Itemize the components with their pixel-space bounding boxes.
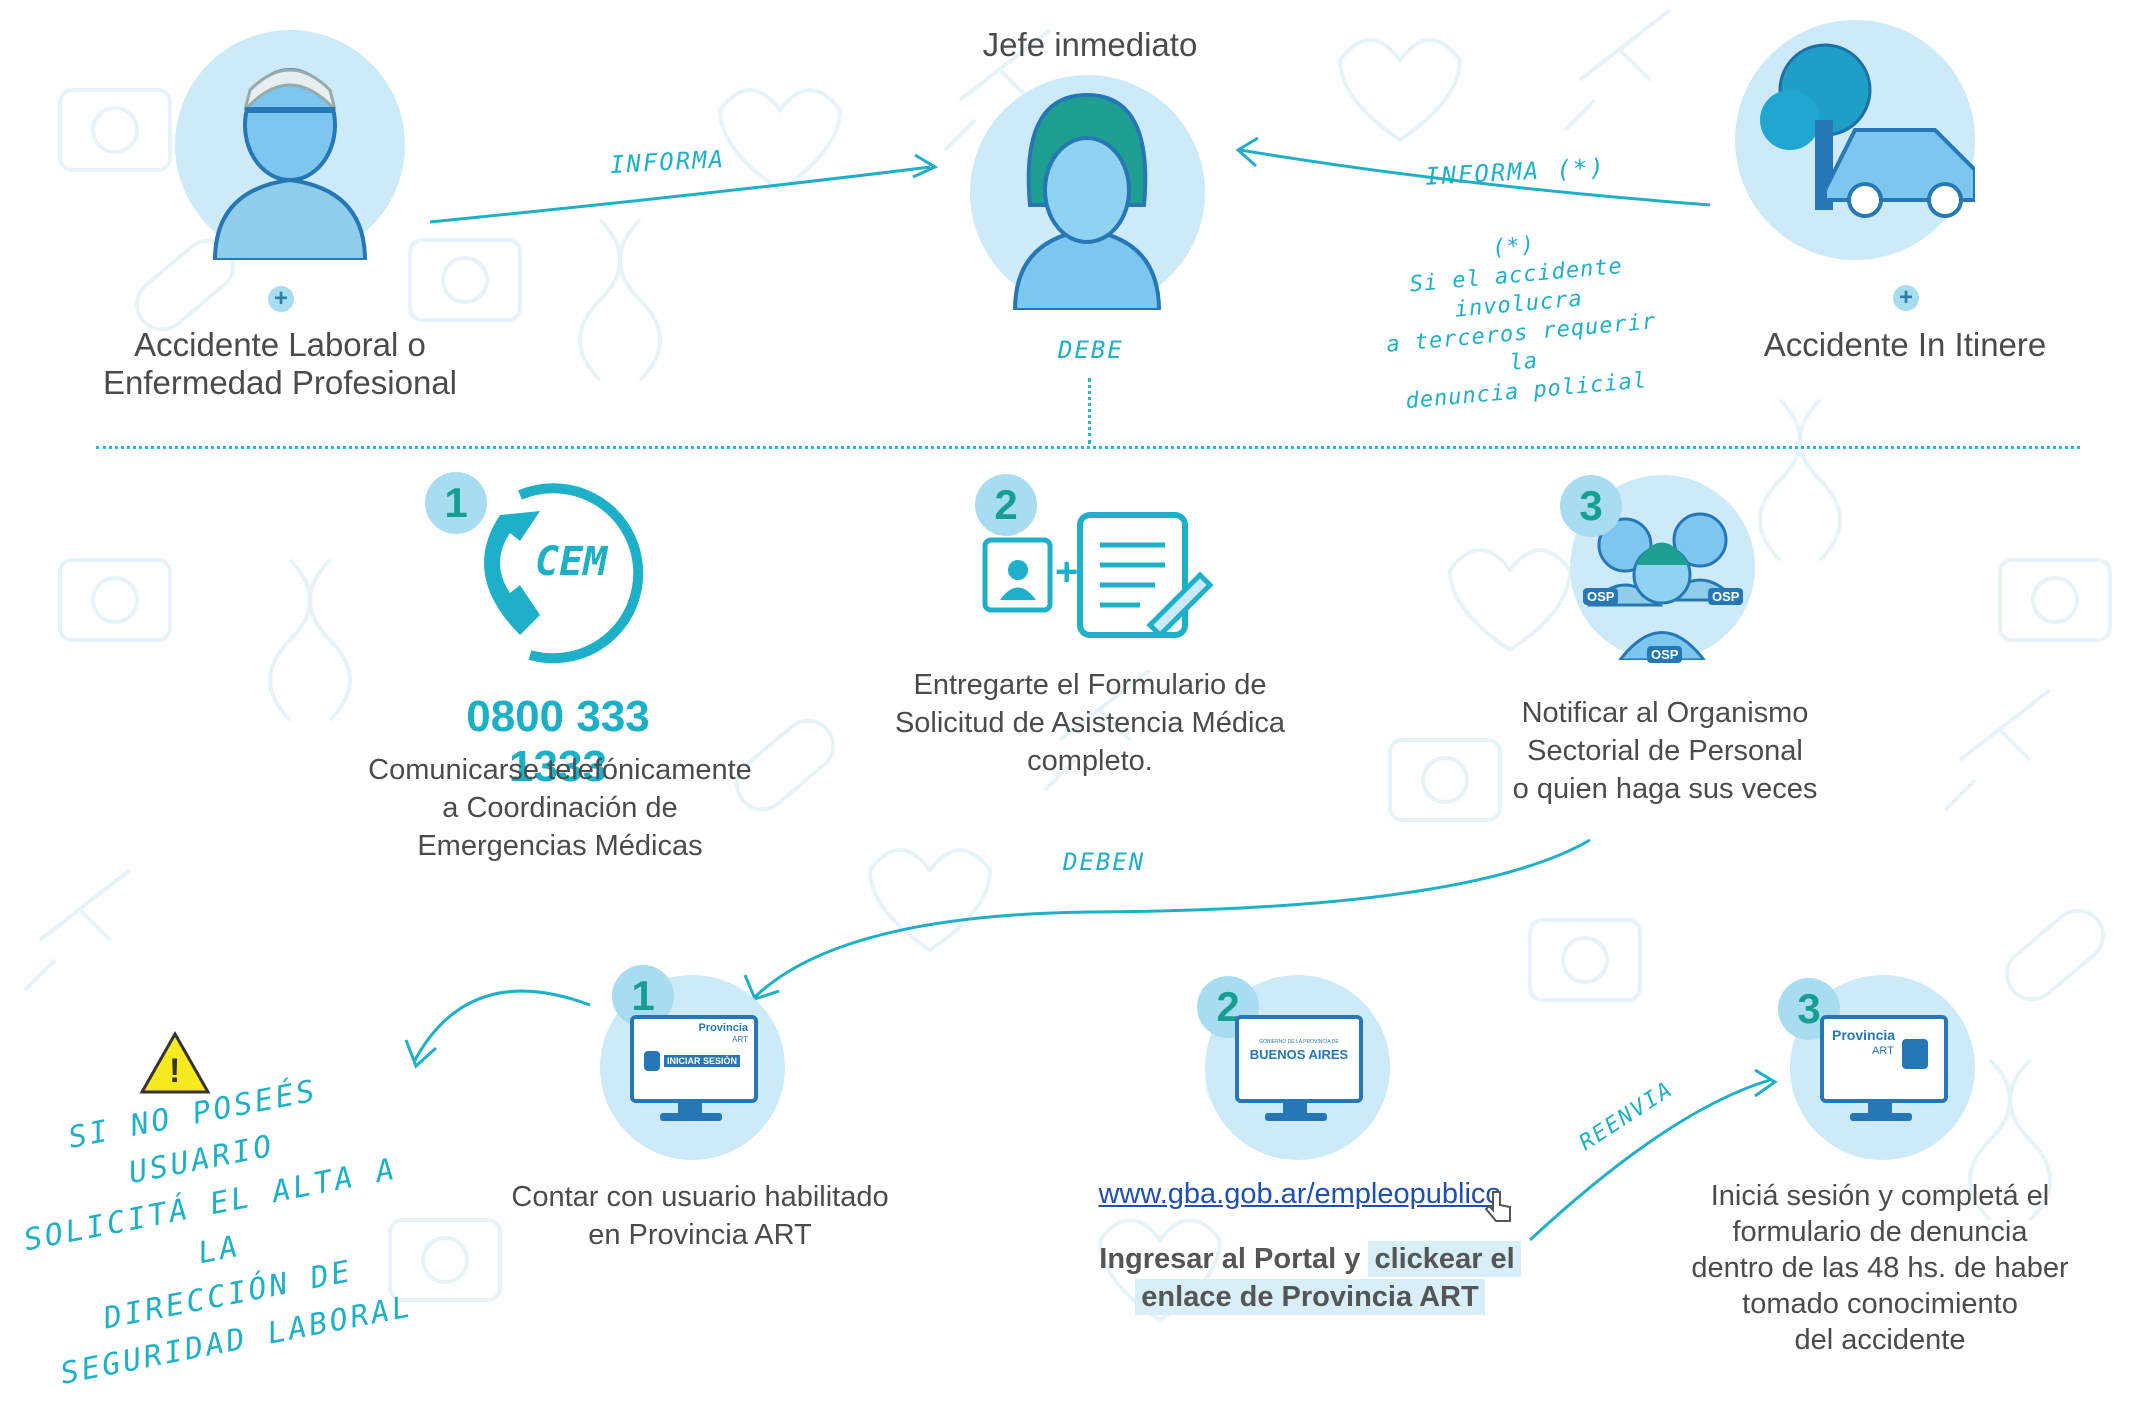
- step-report-line2: formulario de denuncia: [1732, 1216, 2028, 1248]
- plus-icon: +: [268, 286, 294, 312]
- woman-supervisor-icon: [1012, 92, 1162, 312]
- step-osp-line2: Sectorial de Personal: [1527, 735, 1803, 767]
- monitor-icon: GOBIERNO DE LA PROVINCIA DE BUENOS AIRES: [1235, 1015, 1363, 1127]
- deben-label: DEBEN: [1063, 848, 1146, 876]
- step-number-badge: 3: [1560, 475, 1622, 537]
- osp-badge-left: OSP: [1583, 588, 1619, 605]
- dna-icon: [1758, 398, 1842, 562]
- gba-portal-link[interactable]: www.gba.gob.ar/empleopublico: [1098, 1178, 1502, 1210]
- dna-icon: [578, 218, 662, 382]
- medkit-icon: [1388, 738, 1502, 822]
- step-call-line3: Emergencias Médicas: [417, 830, 703, 862]
- pill-icon: [2005, 908, 2105, 1002]
- step-form-line3: completo.: [1027, 745, 1153, 777]
- step-report-line4: tomado conocimiento: [1742, 1288, 2018, 1320]
- screen-brand: Provincia: [1832, 1027, 1896, 1043]
- syringe-icon: [23, 868, 132, 992]
- medkit-icon: [388, 1218, 502, 1302]
- plus-icon: +: [1893, 285, 1919, 311]
- worker-injured-avatar: [175, 30, 405, 262]
- step-user-line1: Contar con usuario habilitado: [511, 1181, 889, 1213]
- svg-text:+: +: [1055, 550, 1078, 594]
- top-arrows: [429, 136, 1711, 224]
- step-call-line1: Comunicarse telefónicamente: [368, 754, 752, 786]
- step-report-line3: dentro de las 48 hs. de haber: [1691, 1252, 2069, 1284]
- supervisor-avatar: [970, 75, 1205, 312]
- step-number-badge: 2: [975, 474, 1037, 536]
- dna-icon: [268, 558, 352, 722]
- step-osp-line1: Notificar al Organismo: [1521, 697, 1809, 729]
- form-clipboard-icon: +: [982, 512, 1214, 639]
- step-number-badge: 1: [425, 472, 487, 534]
- medkit-icon: [58, 88, 172, 172]
- step-call-description: Comunicarse telefónicamente a Coordinaci…: [330, 751, 790, 865]
- step-portal-line2: enlace de Provincia ART: [1135, 1279, 1485, 1315]
- osp-badge-right: OSP: [1708, 588, 1744, 605]
- step-user-description: Contar con usuario habilitado en Provinc…: [470, 1178, 930, 1254]
- medkit-icon: [58, 558, 172, 642]
- medkit-icon: [1998, 558, 2112, 642]
- screen-brand-sub: ART: [1872, 1045, 1894, 1057]
- heart-icon: [867, 848, 993, 953]
- svg-text:!: !: [169, 1052, 180, 1090]
- login-screen-button: INICIAR SESIÓN: [664, 1055, 741, 1067]
- warning-icon: !: [139, 1030, 211, 1094]
- step-portal-line1a: Ingresar al Portal y: [1099, 1243, 1369, 1275]
- step-number-badge: 2: [1197, 976, 1259, 1038]
- heart-icon: [717, 88, 843, 193]
- step-portal-line1b: clickear el: [1368, 1241, 1521, 1277]
- syringe-icon: [1563, 8, 1672, 132]
- monitor-icon: Provincia ART INICIAR SESIÓN: [630, 1015, 758, 1127]
- heart-icon: [1337, 38, 1463, 143]
- injured-person-icon: [212, 68, 368, 262]
- hand-cursor-icon: [1485, 1191, 1511, 1222]
- heart-icon: [1097, 1218, 1223, 1323]
- medkit-icon: [1528, 918, 1642, 1002]
- accident-labor-line2: Enfermedad Profesional: [102, 364, 458, 401]
- screen-brand-sub: ART: [732, 1035, 748, 1044]
- horizontal-dotted-divider: [96, 446, 2080, 449]
- debe-label: DEBE: [1058, 336, 1124, 364]
- step-report-line1: Iniciá sesión y completá el: [1710, 1180, 2050, 1212]
- step-portal-description: Ingresar al Portal y clickear el enlace …: [1090, 1240, 1530, 1316]
- background-pattern: [23, 8, 2112, 1323]
- syringe-icon: [1043, 668, 1152, 792]
- syringe-icon: [1943, 688, 2052, 812]
- user-icon: [644, 1051, 660, 1071]
- screen-brand: BUENOS AIRES: [1249, 1047, 1349, 1062]
- accident-labor-title: Accidente Laboral o Enfermedad Profesion…: [60, 326, 500, 402]
- screen-top-text: GOBIERNO DE LA PROVINCIA DE: [1259, 1039, 1339, 1045]
- footnote: (*) Si el accidente involucra a terceros…: [1363, 219, 1677, 418]
- step-user-line2: en Provincia ART: [588, 1219, 812, 1251]
- step-form-description: Entregarte el Formulario de Solicitud de…: [860, 666, 1320, 780]
- step-report-description: Iniciá sesión y completá el formulario d…: [1650, 1178, 2110, 1358]
- monitor-icon: Provincia ART: [1820, 1015, 1948, 1127]
- cem-text: CEM: [535, 539, 609, 585]
- step-osp-line3: o quien haga sus veces: [1512, 773, 1818, 805]
- step-report-line5: del accidente: [1794, 1324, 1966, 1356]
- supervisor-title: Jefe inmediato: [982, 26, 1198, 63]
- accident-labor-line1: Accidente Laboral o: [134, 326, 426, 363]
- screen-brand: Provincia: [698, 1022, 748, 1034]
- lower-arrows: [404, 838, 1778, 1242]
- medkit-icon: [408, 238, 522, 322]
- step-form-line2: Solicitud de Asistencia Médica: [894, 707, 1286, 739]
- accident-itinere-title: Accidente In Itinere: [1763, 326, 2047, 363]
- step-form-line1: Entregarte el Formulario de: [913, 669, 1267, 701]
- pill-icon: [735, 718, 835, 812]
- step-call-line2: a Coordinación de: [442, 792, 678, 824]
- osp-badge-center: OSP: [1647, 646, 1683, 663]
- step-osp-description: Notificar al Organismo Sectorial de Pers…: [1480, 694, 1850, 808]
- dna-icon: [1968, 1058, 2052, 1222]
- phone-cem-icon: CEM: [484, 483, 644, 664]
- provincia-logo-icon: [1902, 1039, 1928, 1069]
- vertical-dotted-line: [1088, 378, 1091, 444]
- emergency-phone-number: 0800 333 1333: [466, 692, 650, 791]
- heart-icon: [1447, 548, 1573, 653]
